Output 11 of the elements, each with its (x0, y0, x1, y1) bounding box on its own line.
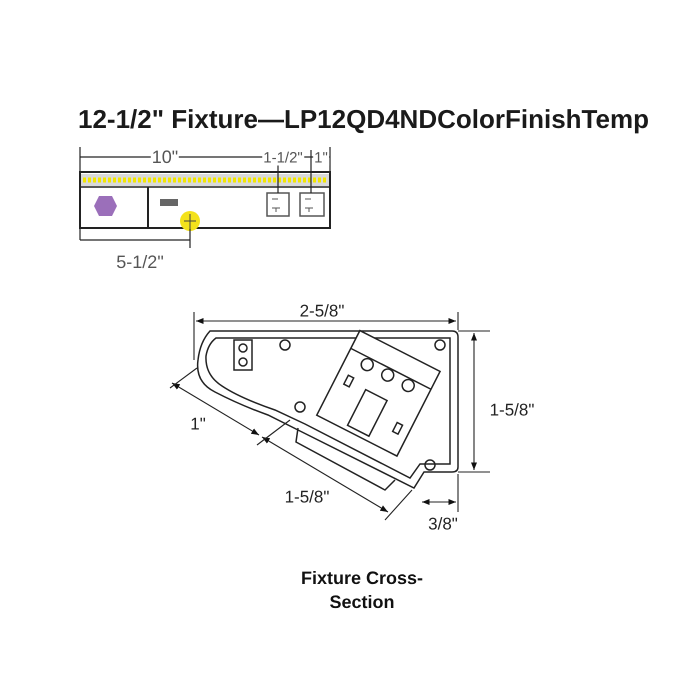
dimension-label: 1-1/2" (262, 150, 304, 166)
dimension-label: 1" (313, 150, 329, 166)
dimension-label: 1" (189, 416, 207, 432)
dimension-label: 10" (150, 148, 180, 166)
dimension-label: 1-5/8" (488, 402, 536, 418)
title: 12-1/2" Fixture—LP12QD4NDColorFinishTemp (78, 104, 649, 135)
dimension-label: 1-5/8" (284, 488, 330, 506)
dimension-label: 2-5/8" (298, 302, 346, 320)
dimension-label: 3/8" (427, 516, 459, 532)
dimension-label: 5-1/2" (115, 253, 165, 271)
caption: Fixture Cross-Section (300, 567, 424, 614)
